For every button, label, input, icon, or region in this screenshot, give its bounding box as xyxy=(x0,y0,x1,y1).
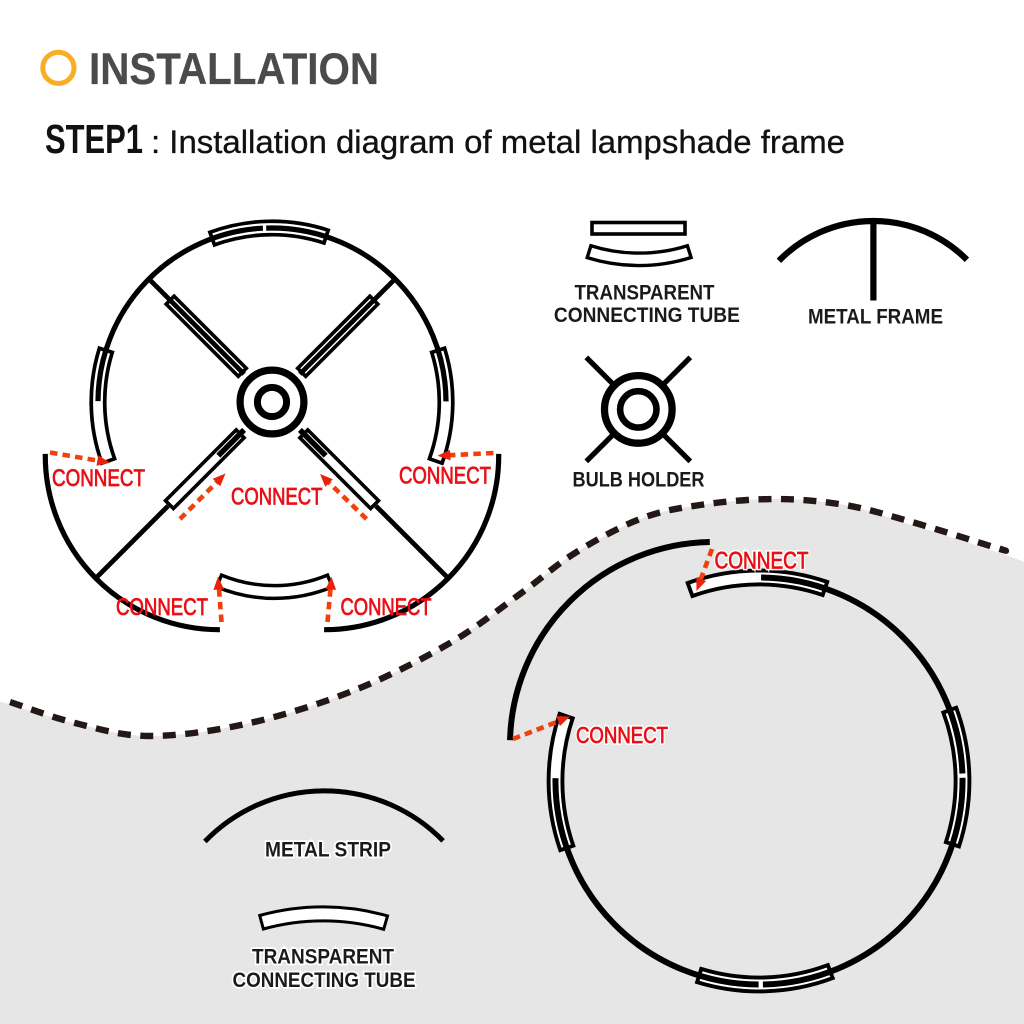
svg-text:CONNECT: CONNECT xyxy=(715,548,809,575)
svg-text:METAL STRIP: METAL STRIP xyxy=(265,839,391,862)
svg-text:CONNECT: CONNECT xyxy=(576,722,668,748)
svg-text:BULB HOLDER: BULB HOLDER xyxy=(573,468,705,491)
svg-text:CONNECT: CONNECT xyxy=(116,594,208,621)
svg-text:STEP1: STEP1 xyxy=(45,116,143,162)
svg-text:METAL STRIP: METAL STRIP xyxy=(265,839,391,862)
svg-text:INSTALLATION: INSTALLATION xyxy=(89,45,379,94)
svg-text:CONNECT: CONNECT xyxy=(715,548,809,575)
svg-text:CONNECTING TUBE: CONNECTING TUBE xyxy=(233,969,416,992)
svg-text:METAL FRAME: METAL FRAME xyxy=(808,306,943,329)
svg-text:CONNECT: CONNECT xyxy=(341,594,432,621)
svg-text:CONNECT: CONNECT xyxy=(52,465,145,492)
svg-text:TRANSPARENT: TRANSPARENT xyxy=(252,946,394,969)
svg-text:TRANSPARENT: TRANSPARENT xyxy=(252,946,394,969)
svg-text:CONNECT: CONNECT xyxy=(576,722,668,748)
svg-text:CONNECTING TUBE: CONNECTING TUBE xyxy=(554,304,740,327)
svg-text:: Installation diagram of meta: : Installation diagram of metal lampshad… xyxy=(151,124,845,160)
svg-text:TRANSPARENT: TRANSPARENT xyxy=(575,282,715,305)
svg-text:CONNECTING TUBE: CONNECTING TUBE xyxy=(233,969,416,992)
svg-text:CONNECT: CONNECT xyxy=(231,484,322,511)
svg-text:CONNECT: CONNECT xyxy=(399,463,491,490)
